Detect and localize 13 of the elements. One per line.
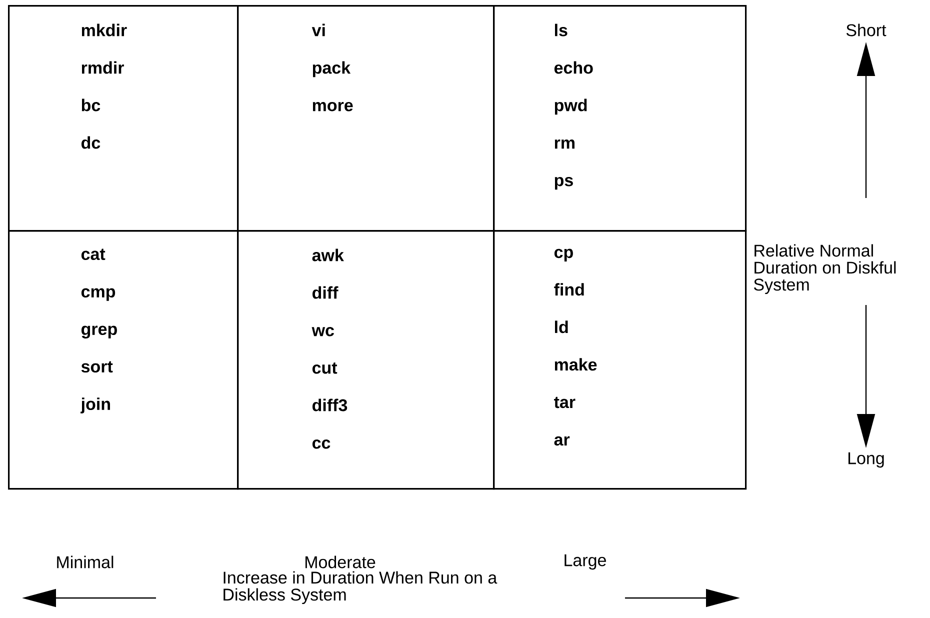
axis-label: Short bbox=[846, 24, 886, 36]
table-cell: mkdir rmdir bc dc bbox=[8, 5, 239, 232]
table-cell: vi pack more bbox=[237, 5, 495, 232]
axis-label: Large bbox=[564, 554, 606, 570]
table-cell: ls echo pwd rm ps bbox=[493, 5, 747, 232]
axis-title: Increase in Duration When Run on a Diskless System bbox=[224, 571, 498, 604]
axis-title: Relative Normal Duration on Diskful System bbox=[754, 244, 896, 294]
table-cell: awk diff wc cut diff3 cc bbox=[237, 230, 495, 490]
axis-label: Minimal bbox=[57, 556, 114, 568]
axis-label: Long bbox=[848, 452, 884, 468]
axis-label: Moderate bbox=[306, 556, 376, 568]
table-cell: cat cmp grep sort join bbox=[8, 230, 239, 490]
table-cell: cp find ld make tar ar bbox=[493, 230, 747, 490]
